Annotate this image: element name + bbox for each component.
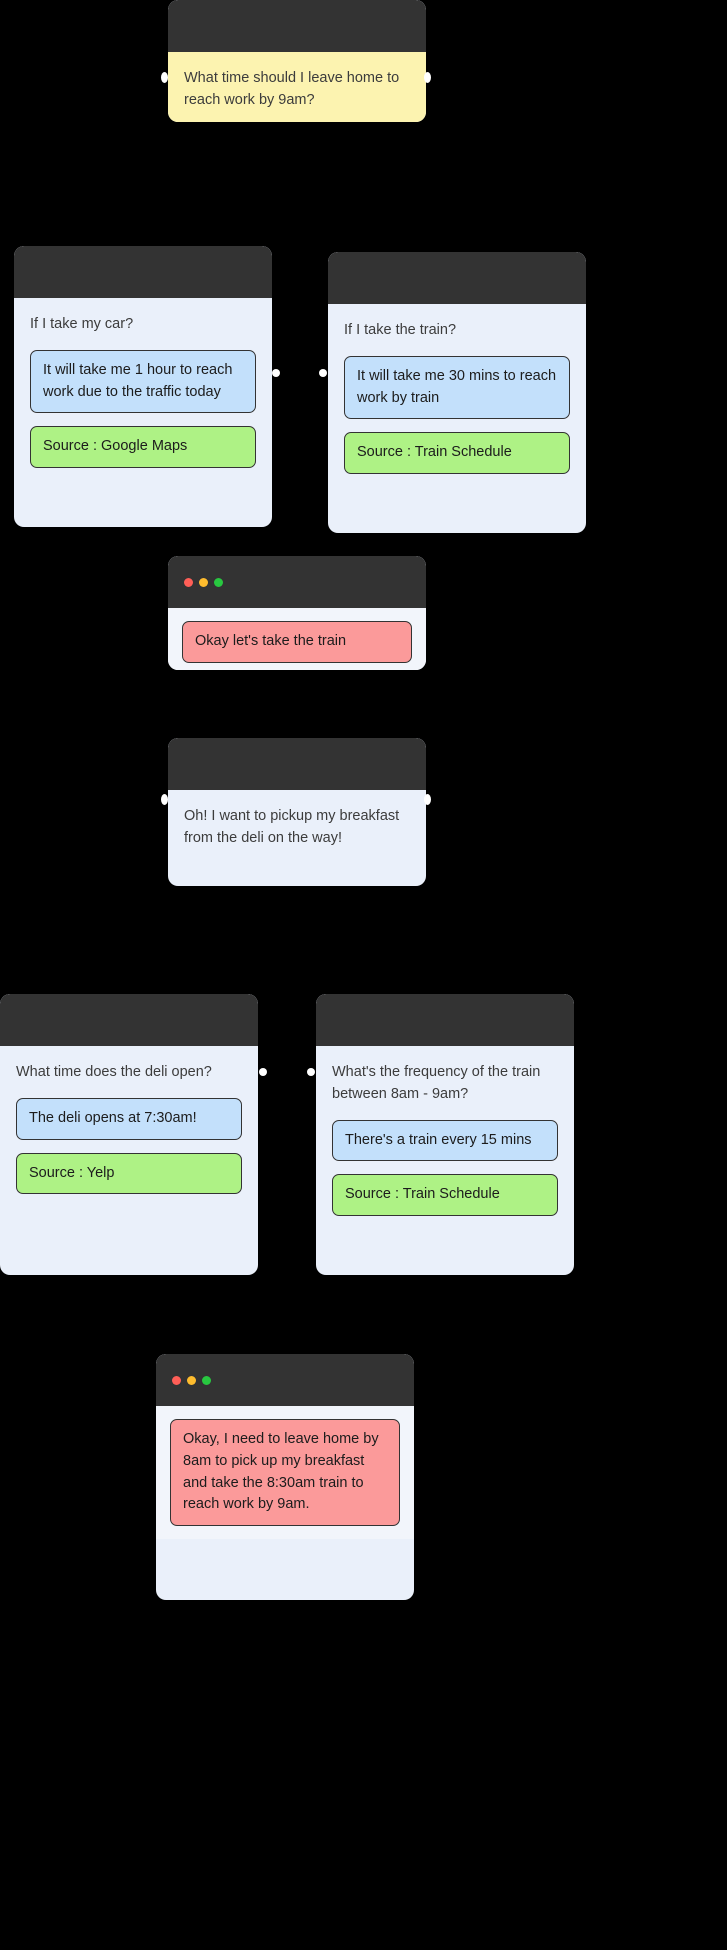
- green-dot[interactable]: [202, 1375, 211, 1385]
- yellow-dot[interactable]: [187, 1375, 196, 1385]
- breakfast-left-connector: [161, 794, 168, 805]
- breakfast-prompt-text: Oh! I want to pickup my breakfast from t…: [184, 808, 400, 846]
- card-body-train: If I take the train? It will take me 30 …: [328, 304, 586, 488]
- card-body-deli: What time does the deli open? The deli o…: [0, 1046, 258, 1208]
- frequency-source-bubble[interactable]: Source : Train Schedule: [332, 1174, 558, 1216]
- window-chrome-train: [328, 252, 586, 304]
- frequency-left-connector: [307, 1068, 315, 1076]
- deli-source-bubble[interactable]: Source : Yelp: [16, 1152, 242, 1195]
- deli-right-connector: [259, 1068, 267, 1076]
- card-body-frequency: What's the frequency of the train betwee…: [316, 1046, 574, 1230]
- window-chrome-conclusion: [156, 1354, 414, 1406]
- window-chrome-decision: [168, 556, 426, 608]
- deli-prompt-text: What time does the deli open?: [16, 1064, 212, 1080]
- root-right-connector: [424, 72, 431, 83]
- window-chrome-root: [168, 0, 426, 52]
- card-breakfast-question[interactable]: Oh! I want to pickup my breakfast from t…: [168, 738, 426, 886]
- conclusion-message-bubble: Okay, I need to leave home by 8am to pic…: [170, 1419, 400, 1526]
- window-chrome-breakfast: [168, 738, 426, 790]
- train-prompt-text: If I take the train?: [344, 322, 457, 338]
- green-dot[interactable]: [214, 577, 223, 587]
- traffic-lights-decision: [184, 577, 223, 587]
- card-train-branch[interactable]: If I take the train? It will take me 30 …: [328, 252, 586, 533]
- window-chrome-deli: [0, 994, 258, 1046]
- car-answer-bubble: It will take me 1 hour to reach work due…: [30, 349, 256, 414]
- window-chrome-car: [14, 246, 272, 298]
- decision-message-bubble: Okay let's take the train: [182, 621, 412, 663]
- car-prompt-text: If I take my car?: [30, 316, 134, 332]
- car-right-connector: [272, 369, 280, 377]
- root-prompt-text: What time should I leave home to reach w…: [184, 70, 400, 108]
- card-body-conclusion: Okay, I need to leave home by 8am to pic…: [156, 1406, 414, 1539]
- deli-answer-bubble: The deli opens at 7:30am!: [16, 1097, 242, 1140]
- frequency-prompt-text: What's the frequency of the train betwee…: [332, 1064, 541, 1102]
- card-body-decision: Okay let's take the train: [168, 608, 426, 670]
- breakfast-right-connector: [424, 794, 431, 805]
- card-decision-take-train[interactable]: Okay let's take the train: [168, 556, 426, 670]
- red-dot[interactable]: [184, 577, 193, 587]
- red-dot[interactable]: [172, 1375, 181, 1385]
- card-root-question[interactable]: What time should I leave home to reach w…: [168, 0, 426, 122]
- train-left-connector: [319, 369, 327, 377]
- train-answer-bubble: It will take me 30 mins to reach work by…: [344, 355, 570, 420]
- window-chrome-frequency: [316, 994, 574, 1046]
- train-source-bubble[interactable]: Source : Train Schedule: [344, 432, 570, 474]
- card-car-branch[interactable]: If I take my car? It will take me 1 hour…: [14, 246, 272, 527]
- card-train-frequency-branch[interactable]: What's the frequency of the train betwee…: [316, 994, 574, 1275]
- traffic-lights-conclusion: [172, 1375, 211, 1385]
- card-body-root: What time should I leave home to reach w…: [168, 52, 426, 122]
- card-body-car: If I take my car? It will take me 1 hour…: [14, 298, 272, 482]
- car-source-bubble[interactable]: Source : Google Maps: [30, 426, 256, 468]
- root-left-connector: [161, 72, 168, 83]
- card-final-conclusion[interactable]: Okay, I need to leave home by 8am to pic…: [156, 1354, 414, 1600]
- card-deli-branch[interactable]: What time does the deli open? The deli o…: [0, 994, 258, 1275]
- yellow-dot[interactable]: [199, 577, 208, 587]
- frequency-answer-bubble: There's a train every 15 mins: [332, 1119, 558, 1162]
- card-body-breakfast: Oh! I want to pickup my breakfast from t…: [168, 790, 426, 864]
